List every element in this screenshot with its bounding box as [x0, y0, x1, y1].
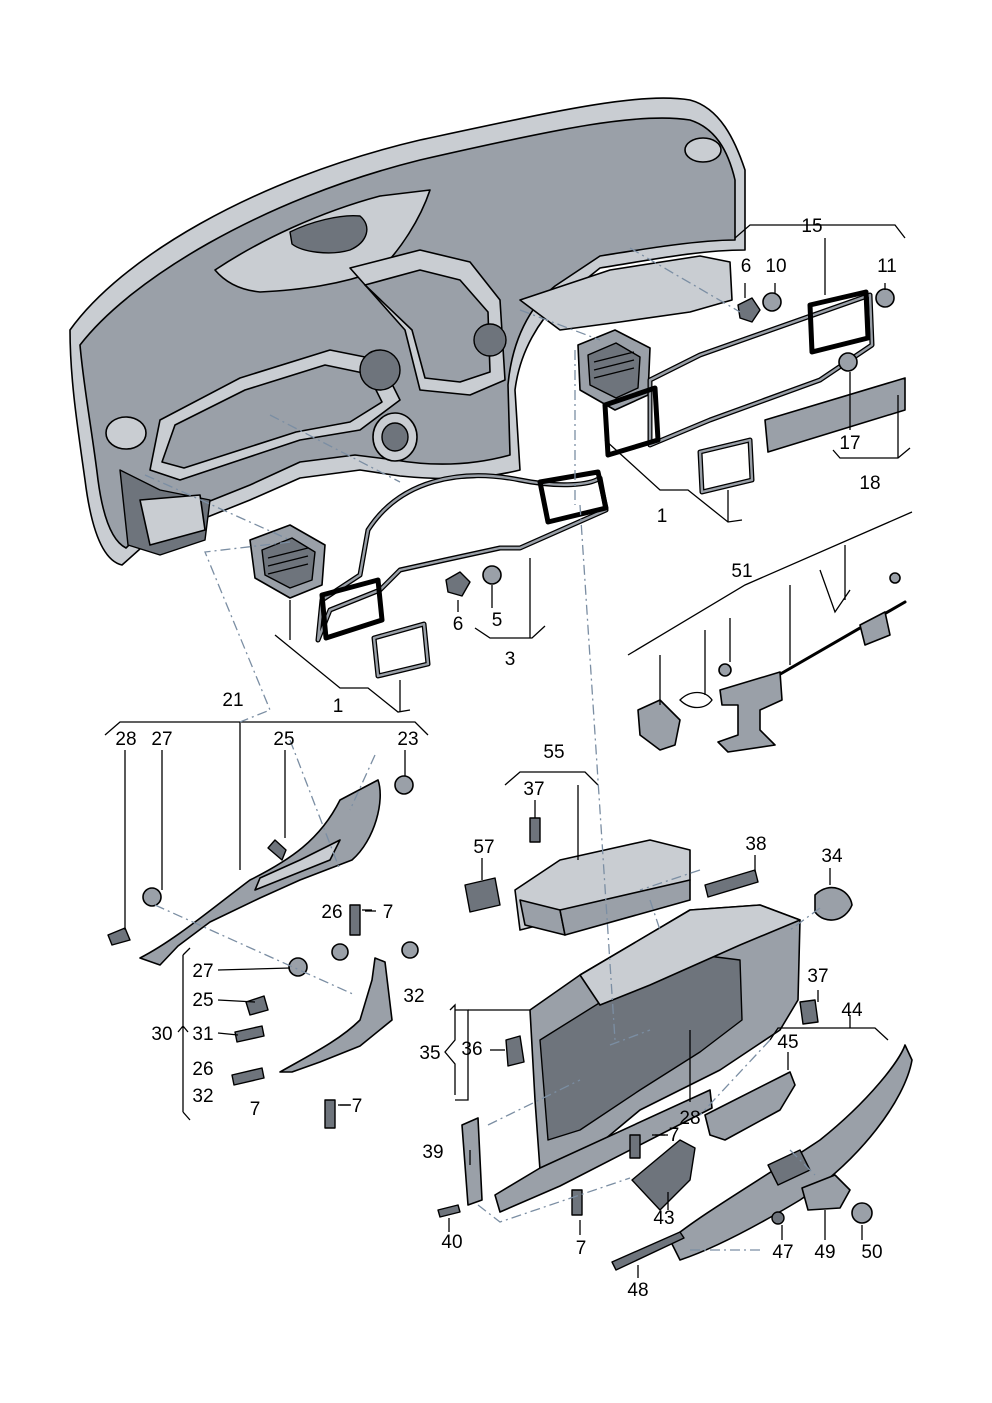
handle-part-49	[801, 1174, 851, 1211]
clip-part-10	[762, 292, 782, 312]
callout-28-left: 28	[115, 729, 136, 750]
callout-45: 45	[777, 1032, 798, 1053]
callout-3: 3	[505, 649, 516, 670]
callout-38: 38	[745, 834, 766, 855]
callout-37-top: 37	[523, 779, 544, 800]
callout-32-right: 32	[403, 986, 424, 1007]
glovebox-housing	[494, 904, 801, 1213]
clip-part-6-right	[737, 297, 761, 323]
dashboard-panel	[69, 97, 746, 566]
callout-36: 36	[461, 1039, 482, 1060]
callout-6-right: 6	[741, 256, 752, 277]
callout-30: 30	[151, 1024, 172, 1045]
callout-18: 18	[859, 473, 880, 494]
callout-51: 51	[731, 561, 752, 582]
callout-43: 43	[653, 1208, 674, 1229]
storage-tray-55	[514, 839, 691, 936]
air-vent-left	[249, 524, 326, 599]
latch-part-39	[461, 1117, 483, 1206]
callout-7-c: 7	[250, 1099, 261, 1120]
callout-27-top: 27	[151, 729, 172, 750]
lower-trim-30	[245, 941, 419, 1073]
knob-part-50	[851, 1202, 873, 1224]
callout-49: 49	[814, 1242, 835, 1263]
clip-part-11	[875, 288, 895, 308]
callout-57: 57	[473, 837, 494, 858]
callout-dashes	[340, 910, 668, 1136]
callout-15: 15	[801, 216, 822, 237]
callout-40: 40	[441, 1232, 462, 1253]
callout-10: 10	[765, 256, 786, 277]
pin-part-40	[437, 1204, 461, 1218]
callout-1-left: 1	[333, 696, 344, 717]
leader-lines	[104, 224, 913, 1278]
trim-strip-18	[764, 377, 906, 453]
callout-11: 11	[877, 256, 897, 277]
callout-39: 39	[422, 1142, 443, 1163]
callout-6-left: 6	[453, 614, 464, 635]
callout-5: 5	[492, 610, 503, 631]
callout-55: 55	[543, 742, 564, 763]
callout-7-b: 7	[352, 1096, 363, 1117]
callout-21: 21	[222, 690, 243, 711]
callout-25-top: 25	[273, 729, 294, 750]
callout-26-bottom: 26	[192, 1059, 213, 1080]
air-vent-right	[577, 329, 651, 411]
callout-44: 44	[841, 1000, 863, 1021]
callout-27-bottom: 27	[192, 961, 213, 982]
callout-48: 48	[627, 1280, 648, 1301]
callout-31: 31	[192, 1024, 213, 1045]
shelf-part-45	[704, 1071, 796, 1141]
callout-labels: 15 6 10 11 17 18 1 51 6 5 3 1 21 28 27 2…	[115, 216, 896, 1301]
trim-frame-right	[602, 289, 875, 495]
callout-7-e: 7	[576, 1238, 587, 1259]
callout-28-right: 28	[679, 1108, 700, 1129]
callout-32-bottom: 32	[192, 1086, 213, 1107]
clip-part-57	[464, 877, 501, 913]
callout-47: 47	[772, 1242, 793, 1263]
bracket-assembly-51	[637, 569, 907, 753]
bracket-part-34	[814, 886, 853, 921]
clip-part-5	[482, 565, 502, 585]
alignment-lines	[144, 247, 821, 1251]
clip-part-17	[838, 352, 858, 372]
screw-part-47	[771, 1211, 785, 1225]
callout-25-bottom: 25	[192, 990, 213, 1011]
callout-23: 23	[397, 729, 418, 750]
hinge-part-43	[631, 1139, 696, 1211]
badge-part-38	[704, 869, 759, 898]
callout-35: 35	[419, 1043, 440, 1064]
callout-7-d: 7	[669, 1125, 680, 1146]
callout-26-top: 26	[321, 902, 342, 923]
callout-34: 34	[821, 846, 843, 867]
pin-part-48	[611, 1231, 685, 1271]
callout-17: 17	[839, 433, 860, 454]
clip-part-36	[505, 1035, 525, 1067]
callout-7-a: 7	[383, 902, 394, 923]
callout-50: 50	[861, 1242, 882, 1263]
clip-part-6	[445, 571, 471, 597]
callout-37-right: 37	[807, 966, 828, 987]
cluster-trim-frame	[315, 469, 609, 679]
lower-trim-21	[107, 775, 414, 966]
screw-set	[231, 817, 819, 1216]
callout-1-right: 1	[657, 506, 668, 527]
